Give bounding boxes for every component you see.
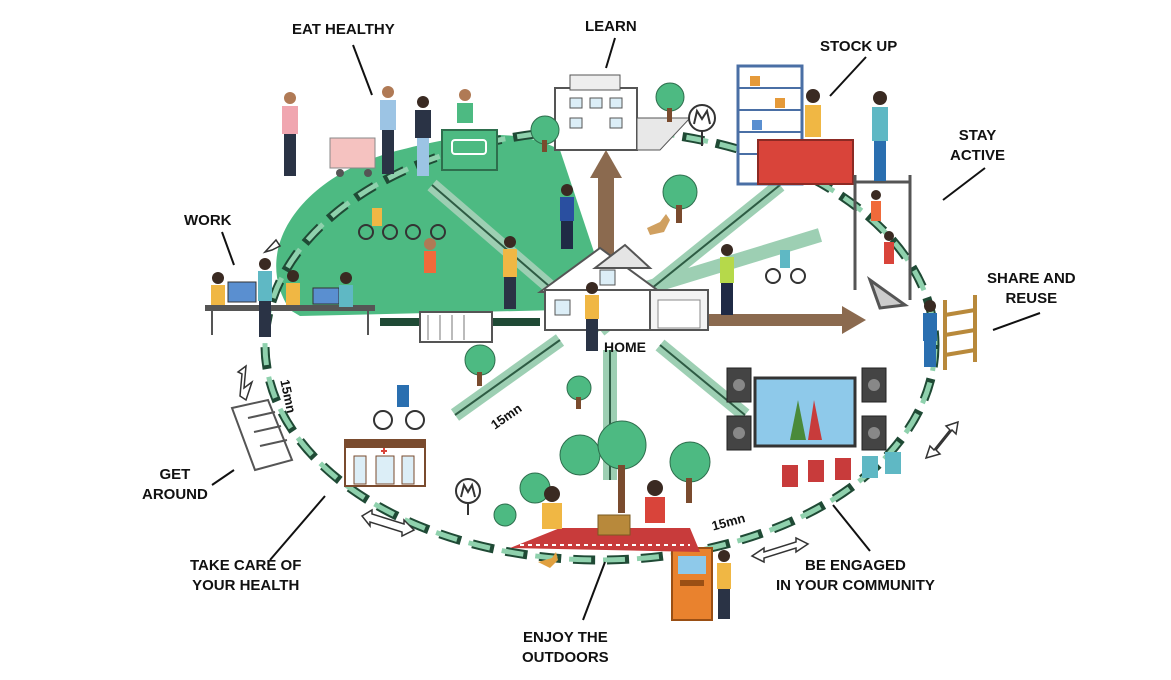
label-eat-healthy: EAT HEALTHY: [292, 21, 395, 38]
health-clinic: [344, 439, 426, 487]
outdoor-gym: [853, 175, 912, 310]
label-home: HOME: [604, 339, 646, 355]
dog-icon: [647, 214, 670, 235]
community-screen: [726, 367, 887, 451]
trees: [464, 82, 711, 527]
market-stall: [329, 129, 498, 177]
atm-machine: [671, 547, 713, 621]
metro-sign-icon-bottom: [455, 478, 481, 515]
people: [211, 86, 937, 619]
work-desk: [205, 281, 375, 335]
label-take-care-health: TAKE CARE OF YOUR HEALTH: [190, 557, 302, 594]
school-building: [554, 74, 692, 151]
double-arrows: [236, 238, 959, 564]
label-be-engaged: BE ENGAGED IN YOUR COMMUNITY: [776, 557, 935, 594]
label-stock-up: STOCK UP: [820, 38, 898, 55]
leader-lines: [211, 37, 1041, 621]
label-stay-active: STAY ACTIVE: [950, 127, 1006, 164]
cat-icon: [538, 552, 558, 568]
grocery-store: [736, 64, 854, 186]
metro-sign-icon: [688, 104, 716, 146]
label-work: WORK: [184, 212, 232, 229]
label-enjoy-outdoors: ENJOY THE OUTDOORS: [522, 629, 609, 666]
label-learn: LEARN: [585, 18, 637, 35]
picnic-blanket: [510, 514, 700, 552]
bus-shelter: [230, 398, 294, 472]
park-gate: [419, 311, 493, 343]
reuse-shelf: [943, 295, 977, 370]
label-share-and-reuse: SHARE AND REUSE: [987, 270, 1076, 307]
home-house: [536, 243, 709, 331]
label-get-around: GET AROUND: [142, 466, 208, 503]
